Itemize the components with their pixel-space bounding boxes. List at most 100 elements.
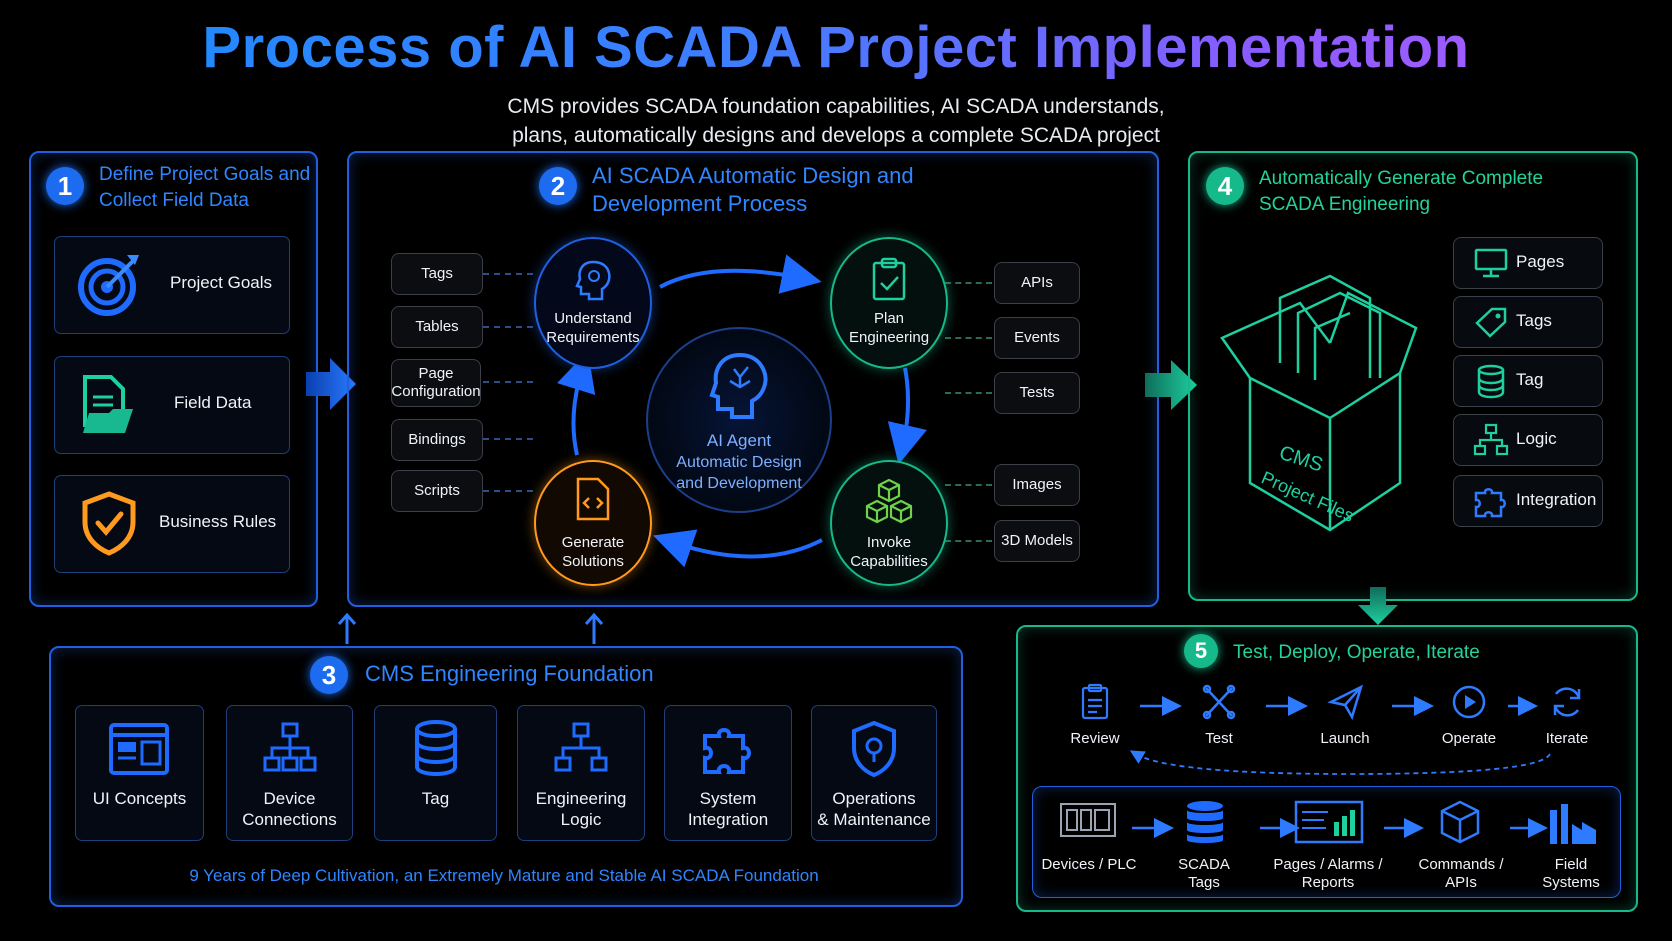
step1-title-line1: Define Project Goals and	[99, 164, 311, 185]
foundation-card-device-connections: Device Connections	[226, 705, 353, 841]
step1-label-project-goals: Project Goals	[170, 273, 273, 292]
flow-label-scada-2: Tags	[1188, 874, 1220, 891]
clipboard-icon	[1081, 683, 1109, 720]
cycle-invoke-capabilities: Invoke Capabilities	[830, 460, 948, 586]
step-label-test: Test	[1205, 730, 1233, 747]
step1-badge: 1	[46, 167, 84, 205]
foundation-card-engineering-logic: Engineering Logic	[517, 705, 645, 841]
hierarchy-icon	[263, 722, 317, 772]
database-icon	[1187, 801, 1223, 843]
step4-title-line2: SCADA Engineering	[1259, 194, 1431, 215]
flow-label-devices: Devices / PLC	[1041, 856, 1137, 873]
head-icon	[575, 260, 611, 301]
foundation-label-engineering-1: Engineering	[535, 789, 627, 808]
ai-agent-core: AI Agent Automatic Design and Developmen…	[646, 327, 832, 513]
step3-footer: 9 Years of Deep Cultivation, an Extremel…	[189, 866, 819, 885]
pill-apis: APIs	[994, 262, 1080, 304]
cycle-understand-requirements: Understand Requirements	[534, 237, 652, 369]
output-label-tags: Tags	[1516, 311, 1552, 330]
invoke-label-2: Capabilities	[850, 553, 928, 570]
flow-commands-apis: Commands / APIs	[1411, 800, 1511, 892]
puzzle-icon	[703, 728, 751, 774]
flow-label-commands-1: Commands /	[1418, 856, 1504, 873]
arrow-step4-to-step5	[1358, 587, 1398, 625]
shield-check-icon	[82, 491, 136, 556]
connector-apis	[945, 282, 992, 284]
clipboard-check-icon	[872, 257, 906, 301]
subtitle-line-2: plans, automatically designs and develop…	[512, 124, 1160, 147]
flow-label-field-2: Systems	[1542, 874, 1600, 891]
foundation-label-engineering-2: Logic	[560, 810, 602, 829]
step1-title: Define Project Goals and Collect Field D…	[99, 162, 314, 214]
connector-tables	[483, 326, 533, 328]
pill-events: Events	[994, 317, 1080, 359]
step-label-review: Review	[1070, 730, 1120, 747]
target-icon	[78, 255, 139, 316]
pill-tags: Tags	[391, 253, 483, 295]
output-card-tag: Tag	[1453, 355, 1603, 407]
monitor-icon	[1474, 248, 1508, 278]
cycle-plan-engineering: Plan Engineering	[830, 237, 948, 369]
step1-title-line2: Collect Field Data	[99, 190, 249, 211]
foundation-label-device-2: Connections	[242, 810, 337, 829]
output-card-tags: Tags	[1453, 296, 1603, 348]
flow-pages-alarms-reports: Pages / Alarms / Reports	[1272, 800, 1384, 892]
output-label-pages: Pages	[1516, 252, 1565, 271]
step1-card-field-data: Field Data	[54, 356, 290, 454]
ai-agent-label-2: Automatic Design	[676, 454, 802, 471]
cycle-arrows	[556, 254, 927, 568]
cycle-step-launch: Launch	[1300, 684, 1390, 747]
arrow-step1-to-step2	[306, 358, 356, 410]
pill-images: Images	[994, 464, 1080, 506]
ai-agent-label-3: and Development	[676, 475, 802, 492]
foundation-card-system-integration: System Integration	[664, 705, 792, 841]
foundation-label-system-1: System	[699, 789, 757, 808]
flow-label-field-1: Field	[1554, 856, 1588, 873]
connector-events	[945, 337, 992, 339]
play-circle-icon	[1452, 685, 1486, 719]
output-card-pages: Pages	[1453, 237, 1603, 289]
pill-page-configuration: Page Configuration	[391, 359, 481, 407]
project-box-icon: CMS Project Files	[1220, 274, 1418, 532]
step2-title-line2: Development Process	[592, 191, 808, 216]
step4-panel	[1188, 151, 1638, 601]
step5-badge: 5	[1184, 634, 1218, 668]
arrow-foundation-up-2	[584, 612, 604, 644]
step3-badge: 3	[310, 656, 348, 694]
code-file-icon	[576, 477, 610, 521]
step-label-iterate: Iterate	[1545, 730, 1589, 747]
box-label-cms: CMS	[1276, 442, 1325, 477]
connector-scripts	[483, 490, 533, 492]
connector-page-config	[483, 381, 533, 383]
puzzle-icon	[1474, 488, 1506, 518]
pill-3d-models: 3D Models	[994, 520, 1080, 562]
step-label-launch: Launch	[1320, 730, 1370, 747]
foundation-label-tag: Tag	[421, 789, 450, 808]
refresh-icon	[1553, 687, 1581, 717]
subtitle-line-1: CMS provides SCADA foundation capabiliti…	[507, 95, 1165, 118]
step3-panel	[49, 646, 963, 907]
shield-gear-icon	[852, 720, 896, 778]
cycle-step-review: Review	[1050, 683, 1140, 747]
foundation-label-operations-2: & Maintenance	[817, 810, 931, 829]
step2-badge: 2	[539, 167, 577, 205]
connector-tests	[945, 392, 992, 394]
data-flow-panel	[1032, 786, 1621, 898]
output-card-integration: Integration	[1453, 475, 1603, 527]
ai-agent-label-1: AI Agent	[706, 431, 772, 450]
flow-field-systems: Field Systems	[1526, 800, 1616, 892]
plc-device-icon	[1060, 803, 1116, 837]
flow-label-pages-1: Pages / Alarms /	[1273, 856, 1383, 873]
database-icon	[1477, 364, 1505, 399]
step4-badge: 4	[1206, 167, 1244, 205]
foundation-card-tag: Tag	[374, 705, 497, 841]
step1-label-field-data: Field Data	[174, 393, 252, 412]
cycle-step-iterate: Iterate	[1522, 684, 1612, 747]
output-label-logic: Logic	[1516, 429, 1557, 448]
step1-card-business-rules: Business Rules	[54, 475, 290, 573]
page-title: Process of AI SCADA Project Implementati…	[0, 14, 1672, 81]
hierarchy-icon	[1473, 423, 1509, 456]
step1-label-business-rules: Business Rules	[159, 512, 277, 531]
foundation-label-operations-1: Operations	[832, 789, 916, 808]
page-subtitle: CMS provides SCADA foundation capabiliti…	[436, 92, 1236, 150]
